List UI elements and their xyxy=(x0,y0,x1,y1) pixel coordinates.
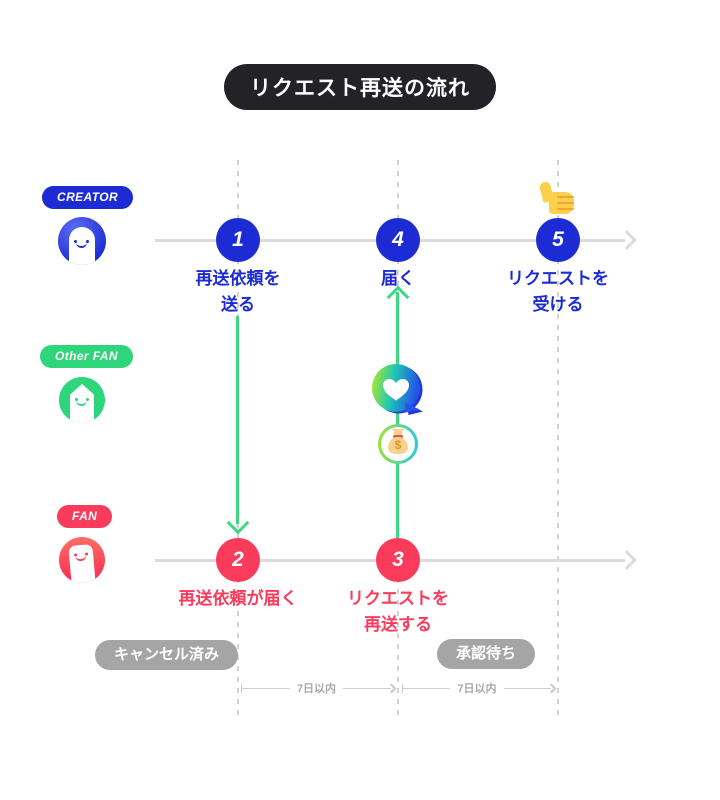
duration-span-1: 7日以内 xyxy=(241,681,397,695)
timeline-arrow-icon xyxy=(617,230,637,250)
duration-label: 7日以内 xyxy=(457,683,497,695)
duration-arrow-icon xyxy=(386,683,397,693)
flow-arrow-down xyxy=(236,316,239,524)
eye-icon xyxy=(86,398,89,401)
finger-line xyxy=(557,202,574,204)
thumbs-up-icon xyxy=(538,179,577,217)
money-bag-icon: $ xyxy=(388,437,408,454)
page-title: リクエスト再送の流れ xyxy=(224,64,496,110)
creator-character-icon xyxy=(69,227,95,265)
step-4-label: 届く xyxy=(381,269,415,288)
step-5-label: リクエストを 受ける xyxy=(507,269,609,314)
step-3-circle: 3 xyxy=(376,538,420,582)
eye-icon xyxy=(74,240,77,243)
duration-line xyxy=(343,687,391,689)
fist-shape xyxy=(549,192,574,214)
finger-line xyxy=(557,208,574,210)
step-1-label: 再送依頼を 送る xyxy=(195,269,281,314)
smile-icon xyxy=(75,554,87,562)
fan-avatar xyxy=(59,537,105,583)
duration-span-2: 7日以内 xyxy=(402,681,557,695)
duration-line xyxy=(403,687,451,689)
flow-arrow-down-head-icon xyxy=(226,511,250,535)
money-bag-flap xyxy=(392,429,404,433)
smile-icon xyxy=(76,242,87,248)
dashed-guide-line xyxy=(557,160,559,720)
duration-start-tick xyxy=(402,683,403,693)
step-4-circle: 4 xyxy=(376,218,420,262)
logo-tail xyxy=(405,402,420,413)
step-5-circle: 5 xyxy=(536,218,580,262)
eye-icon xyxy=(86,240,89,243)
finger-line xyxy=(557,196,574,198)
step-2-label: 再送依頼が届く xyxy=(178,589,298,608)
fan-character-icon xyxy=(68,544,96,583)
other-fan-avatar xyxy=(59,377,105,423)
smile-icon xyxy=(76,400,87,406)
lane-label-creator: CREATOR xyxy=(42,186,134,209)
money-bag-badge: $ xyxy=(378,424,418,464)
other-fan-character-icon xyxy=(70,384,94,423)
step-2-circle: 2 xyxy=(216,538,260,582)
duration-label: 7日以内 xyxy=(296,683,337,695)
status-badge-awaiting: 承認待ち xyxy=(437,639,536,669)
duration-arrow-icon xyxy=(546,683,557,693)
duration-line xyxy=(242,687,290,689)
creator-avatar xyxy=(58,217,106,265)
lane-label-fan: FAN xyxy=(57,505,113,528)
duration-start-tick xyxy=(241,683,242,693)
timeline-arrow-icon xyxy=(617,550,637,570)
lane-label-other-fan: Other FAN xyxy=(40,345,133,368)
step-1-circle: 1 xyxy=(216,218,260,262)
heart-speech-bubble-logo-icon xyxy=(372,364,423,415)
money-bag-tie xyxy=(393,435,403,438)
flow-arrow-up xyxy=(396,292,399,540)
heart-icon xyxy=(383,379,409,401)
duration-line xyxy=(503,687,551,689)
status-badge-cancelled: キャンセル済み xyxy=(95,640,239,670)
step-3-label: リクエストを 再送する xyxy=(347,589,449,634)
